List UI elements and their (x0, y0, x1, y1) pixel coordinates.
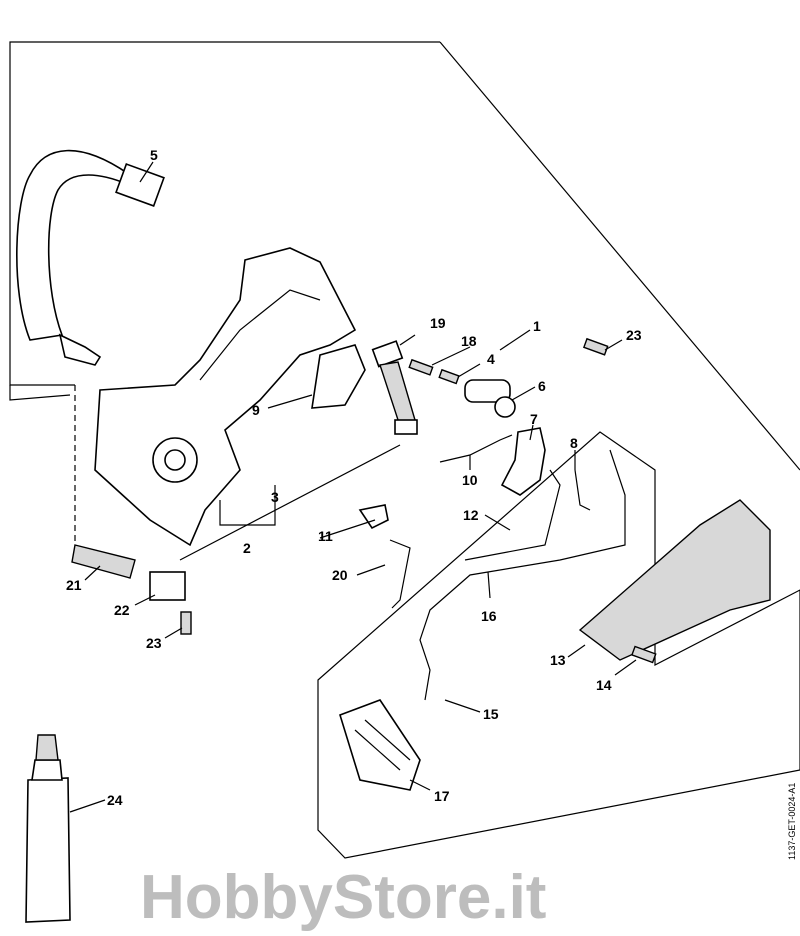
grease-tube-24 (25, 734, 71, 923)
callout-16: 16 (481, 608, 497, 624)
callout-17: 17 (434, 788, 450, 804)
part-11 (358, 504, 389, 530)
reference-code: 1137-GET-0024-A1 (787, 783, 797, 860)
part-19-spring-boot (371, 340, 418, 435)
leader-lines (69, 161, 637, 813)
housing-part (94, 247, 357, 547)
harness-frame (317, 431, 800, 859)
callout-10: 10 (462, 472, 478, 488)
callout-19: 19 (430, 315, 446, 331)
part-17-grip (339, 699, 421, 791)
rod-12 (464, 469, 561, 561)
assembly-frame-diagonal (439, 41, 800, 471)
callout-7: 7 (530, 411, 538, 427)
callout-23-top: 23 (626, 327, 642, 343)
callout-23-left: 23 (146, 635, 162, 651)
callout-6: 6 (538, 378, 546, 394)
part-22 (149, 571, 186, 601)
assembly-frame (9, 41, 440, 386)
callout-22: 22 (114, 602, 130, 618)
callout-12: 12 (463, 507, 479, 523)
spring-21 (71, 544, 136, 579)
callout-3: 3 (271, 489, 279, 505)
callout-1: 1 (533, 318, 541, 334)
watermark: HobbyStore.it (140, 863, 546, 932)
callout-4: 4 (487, 351, 495, 367)
screw-23-left (180, 611, 192, 635)
handle-bar-part (16, 149, 165, 366)
part-6-switch (464, 379, 516, 418)
callout-21: 21 (66, 577, 82, 593)
spring-10 (439, 434, 513, 463)
callout-2: 2 (243, 540, 251, 556)
part-9 (311, 344, 366, 409)
screw-4 (438, 368, 460, 385)
assembly-frame-bottom-diagonal (179, 444, 401, 561)
callout-20: 20 (332, 567, 348, 583)
callout-9: 9 (252, 402, 260, 418)
harness-15 (419, 449, 626, 701)
screw-14 (631, 645, 657, 664)
callout-8: 8 (570, 435, 578, 451)
part-8-clip (574, 469, 591, 511)
cover-13 (578, 499, 771, 661)
screw-23-top (582, 337, 609, 356)
callout-14: 14 (596, 677, 612, 693)
part-7-trigger (500, 427, 546, 496)
assembly-frame-lower (9, 385, 71, 401)
callout-11: 11 (318, 528, 333, 544)
callout-13: 13 (550, 652, 566, 668)
callout-5: 5 (150, 147, 158, 163)
callout-24: 24 (107, 792, 123, 808)
callout-18: 18 (461, 333, 477, 349)
callout-15: 15 (483, 706, 499, 722)
spring-20 (389, 539, 411, 609)
screw-18 (408, 358, 434, 376)
